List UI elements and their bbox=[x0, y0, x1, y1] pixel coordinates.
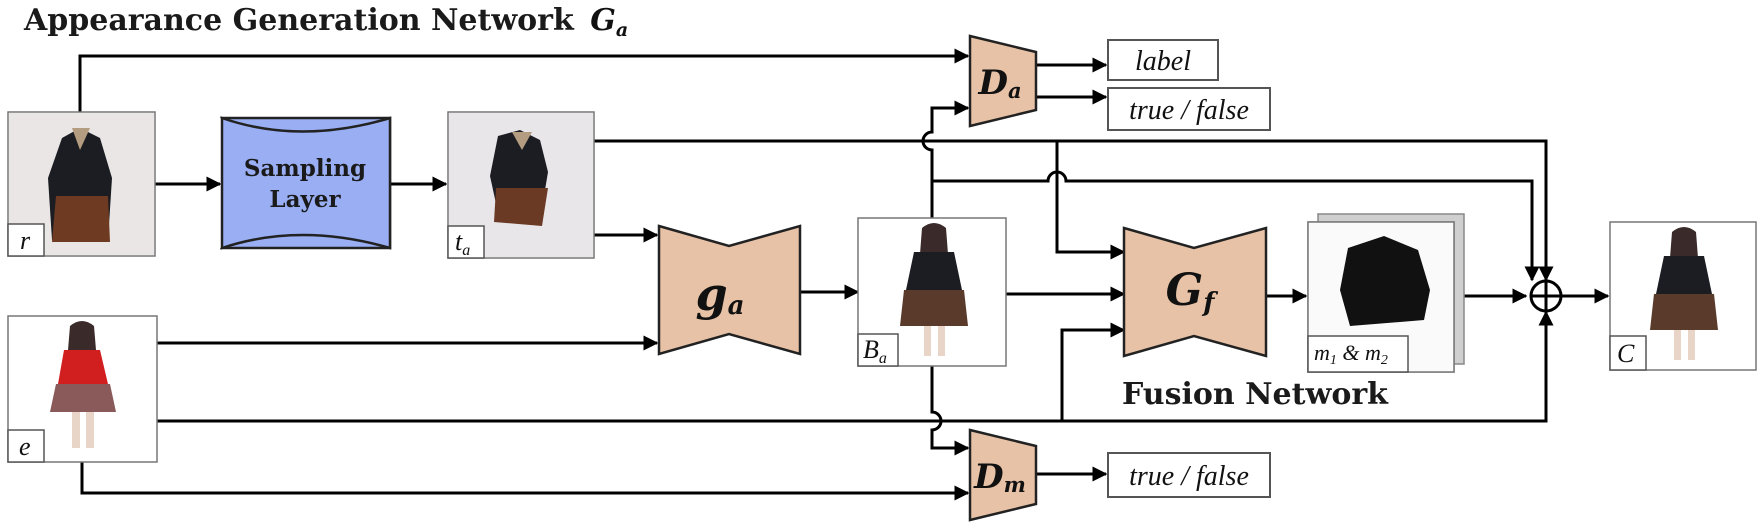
label-e: e bbox=[19, 432, 31, 461]
svg-text:true / false: true / false bbox=[1129, 461, 1249, 492]
model-image-e: e bbox=[7, 315, 158, 463]
edge-ta-to-gf bbox=[1055, 141, 1126, 260]
da-label: D bbox=[977, 63, 1008, 103]
edge-e-to-dm bbox=[80, 462, 970, 501]
combiner-plus-node bbox=[1529, 279, 1563, 313]
gf-label: G bbox=[1166, 265, 1204, 316]
output-da-truefalse-tag: true / false bbox=[1107, 87, 1271, 131]
appearance-network-title: Appearance Generation Network Ga bbox=[23, 3, 628, 41]
svg-text:ga: ga bbox=[695, 267, 744, 321]
output-dm-truefalse-tag: true / false bbox=[1107, 452, 1271, 498]
sampling-layer-block: Sampling Layer bbox=[219, 116, 392, 250]
ga-generator-block: ga bbox=[657, 224, 802, 356]
svg-text:Dm: Dm bbox=[973, 457, 1026, 497]
svg-text:label: label bbox=[1135, 46, 1191, 77]
edge-ba-to-dm bbox=[930, 366, 970, 456]
label-r: r bbox=[20, 226, 31, 255]
edge-ta-to-combiner bbox=[594, 139, 1554, 282]
sampling-label-line1: Sampling bbox=[244, 155, 366, 182]
ga-label: g bbox=[695, 267, 727, 321]
fusion-network-title: Fusion Network bbox=[1122, 377, 1389, 412]
edge-e-to-combiner bbox=[157, 310, 1554, 423]
svg-text:Gf: Gf bbox=[1166, 265, 1219, 318]
da-discriminator-block: Da bbox=[968, 34, 1038, 128]
label-masks: m1 & m2 bbox=[1314, 340, 1388, 368]
edge-ba-to-da bbox=[921, 100, 970, 218]
edge-r-to-da bbox=[78, 48, 970, 112]
edge-e-to-gf bbox=[1060, 322, 1126, 421]
gf-fusion-block: Gf bbox=[1122, 226, 1268, 358]
reference-garment-image-r: r bbox=[7, 111, 156, 257]
svg-text:Da: Da bbox=[977, 63, 1021, 103]
edge-ba-to-combiner bbox=[932, 170, 1540, 282]
dm-label: D bbox=[973, 457, 1004, 497]
transformed-garment-image-ta: ta bbox=[447, 111, 595, 259]
masks-image-stack: m1 & m2 bbox=[1307, 213, 1465, 373]
mask-silhouette bbox=[1340, 236, 1430, 326]
svg-text:true / false: true / false bbox=[1129, 95, 1249, 126]
label-ba: Ba bbox=[863, 335, 887, 367]
label-ta: ta bbox=[455, 227, 470, 259]
composite-image-c: C bbox=[1609, 221, 1757, 371]
label-c: C bbox=[1617, 339, 1635, 368]
dm-discriminator-block: Dm bbox=[968, 428, 1038, 522]
output-label-tag: label bbox=[1107, 39, 1219, 81]
sampling-label-line2: Layer bbox=[269, 186, 341, 213]
generated-image-ba: Ba bbox=[857, 217, 1007, 367]
connectors bbox=[78, 48, 1610, 501]
